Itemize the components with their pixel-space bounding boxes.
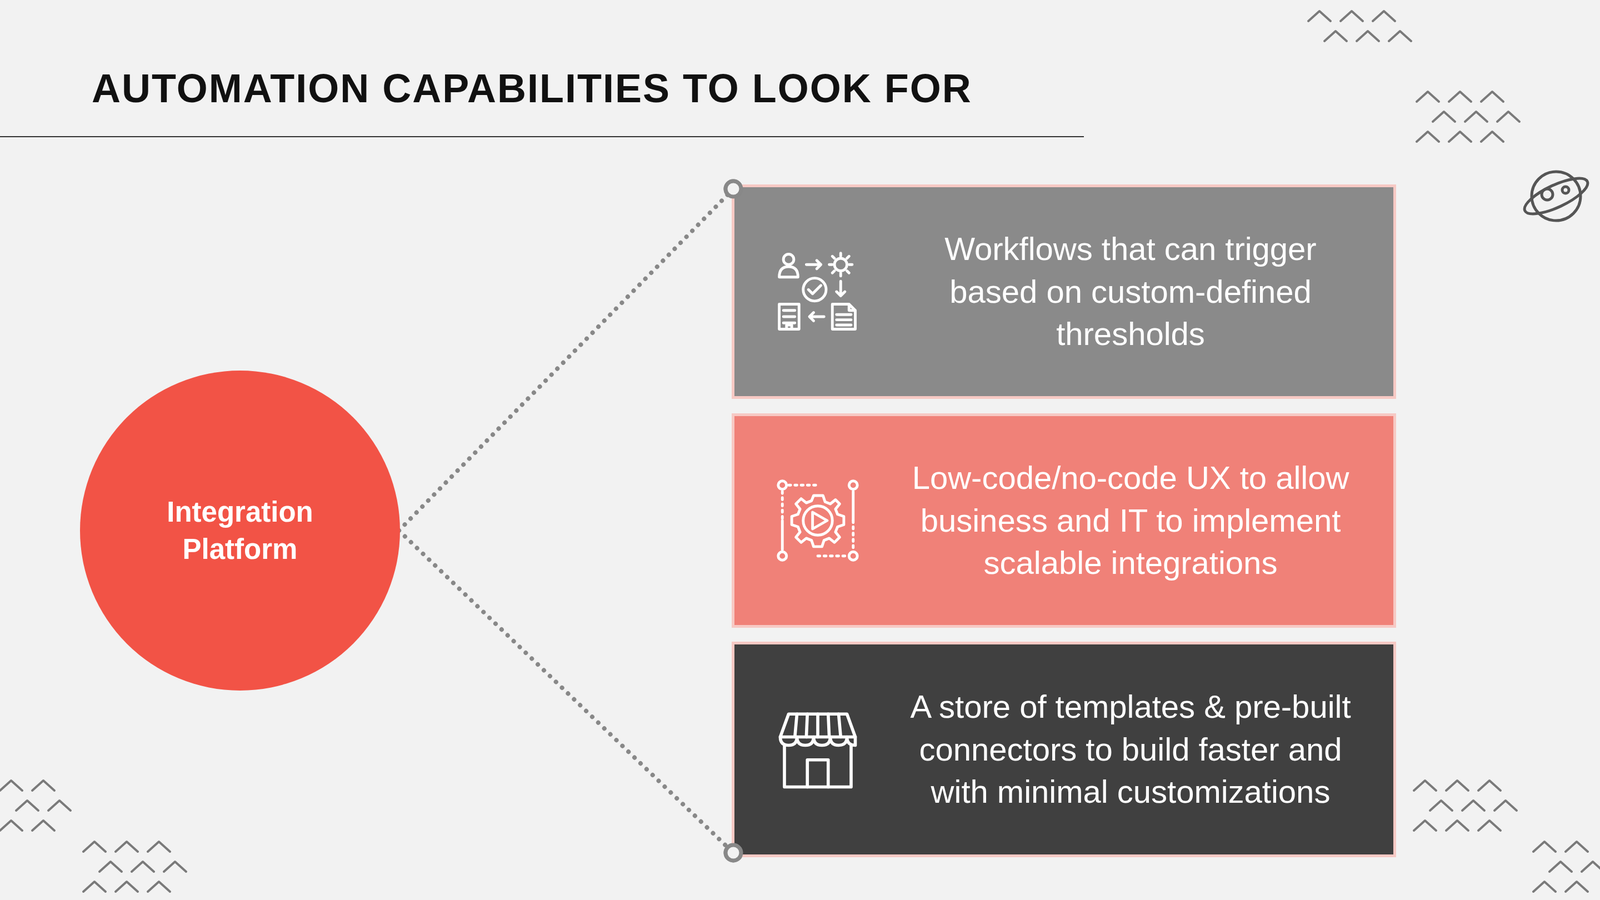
chevron-decoration — [1324, 31, 1347, 42]
diagram-title: AUTOMATION CAPABILITIES TO LOOK FOR — [91, 65, 973, 112]
chevron-decoration — [1413, 780, 1437, 791]
platform-circle: Integration Platform — [80, 370, 400, 691]
chevron-decoration — [1533, 881, 1556, 892]
capability-text: A store of templates & pre-built connect… — [901, 685, 1360, 814]
chevron-decoration — [83, 841, 106, 852]
chevron-decoration — [1432, 111, 1455, 122]
chevron-decoration — [1494, 800, 1517, 811]
chevron-decoration — [1481, 131, 1504, 142]
chevron-decoration — [1388, 31, 1412, 42]
chevron-decoration — [1446, 780, 1469, 791]
capability-text: Low-code/no-code UX to allow business an… — [901, 456, 1360, 585]
chevron-decoration — [1416, 91, 1439, 102]
chevron-decoration — [1448, 91, 1472, 102]
chevron-decoration — [131, 861, 154, 872]
chevron-decoration — [1465, 111, 1488, 122]
chevron-decoration — [1446, 820, 1469, 831]
chevron-decoration — [1356, 31, 1379, 42]
dotted-connector — [398, 530, 734, 853]
chevron-decoration — [147, 881, 170, 892]
chevron-decoration — [83, 881, 106, 892]
capability-box: Low-code/no-code UX to allow business an… — [731, 413, 1397, 628]
flow-icon — [776, 250, 860, 334]
planet-icon — [1520, 171, 1592, 222]
chevron-decoration — [1533, 841, 1556, 852]
capability-text: Workflows that can trigger based on cust… — [901, 227, 1360, 356]
chevron-decoration — [1372, 11, 1395, 22]
chevron-decoration — [1497, 111, 1520, 122]
chevron-decoration — [1413, 820, 1437, 831]
chevron-decoration — [1565, 841, 1588, 852]
chevron-decoration — [115, 841, 138, 852]
capability-box: Workflows that can trigger based on cust… — [731, 184, 1397, 399]
chevron-decoration — [32, 780, 55, 791]
chevron-decoration — [32, 820, 55, 831]
chevron-decoration — [99, 861, 122, 872]
chevron-decoration — [1481, 91, 1504, 102]
connector-endpoint — [725, 181, 742, 197]
chevron-decoration — [1462, 800, 1485, 811]
chevron-decoration — [1565, 881, 1588, 892]
chevron-decoration — [1549, 861, 1572, 872]
store-icon — [776, 707, 860, 792]
chevron-decoration — [1308, 11, 1331, 22]
connector-endpoint — [725, 845, 742, 861]
chevron-decoration — [1581, 861, 1600, 872]
chevron-decoration — [1416, 131, 1439, 142]
node-label: Integration Platform — [140, 493, 340, 569]
chevron-decoration — [48, 800, 71, 811]
chevron-decoration — [0, 820, 23, 831]
chevron-decoration — [0, 780, 23, 791]
chevron-decoration — [115, 881, 138, 892]
chevron-decoration — [163, 861, 187, 872]
gear-icon — [776, 478, 860, 563]
chevron-decoration — [16, 800, 39, 811]
chevron-decoration — [1478, 780, 1501, 791]
dotted-connector — [398, 188, 734, 531]
capability-box: A store of templates & pre-built connect… — [731, 641, 1397, 858]
chevron-decoration — [1340, 11, 1363, 22]
chevron-decoration — [1478, 820, 1501, 831]
chevron-decoration — [1430, 800, 1453, 811]
chevron-decoration — [147, 841, 170, 852]
chevron-decoration — [1448, 131, 1472, 142]
title-underline — [0, 136, 1084, 138]
